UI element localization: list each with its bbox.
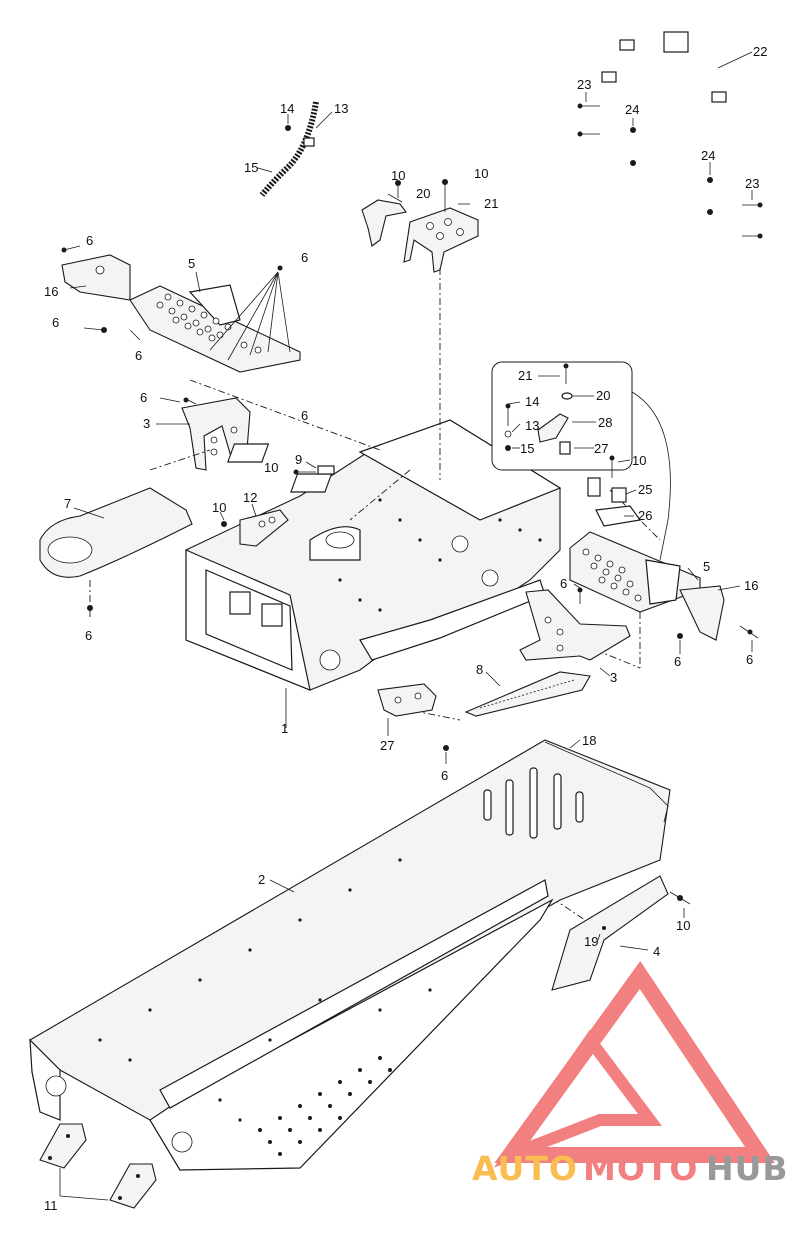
callout-18: 18 [582,733,596,748]
part-8-strip [464,671,591,717]
part-12-bracket [219,503,289,547]
callout-16-right: 16 [744,578,758,593]
part-5-left-footrest [61,245,301,373]
callout-6-f: 6 [301,408,308,423]
callout-3-right: 3 [610,670,617,685]
part-7-panel [39,487,193,620]
callout-15-inset: 15 [520,441,534,456]
part-20-bracket [361,180,407,247]
callout-14-inset: 14 [525,394,539,409]
callout-6-e: 6 [140,390,147,405]
callout-6-k: 6 [85,628,92,643]
watermark-logo: AUTO MOTO HUB [472,960,789,1188]
callout-10-f: 10 [676,918,690,933]
callout-21: 21 [484,196,498,211]
callout-6-b: 6 [301,250,308,265]
callout-12: 12 [243,490,257,505]
part-27-clip [377,683,449,764]
callout-26: 26 [638,508,652,523]
part-22-loop-bar [601,27,753,233]
callout-27: 27 [380,738,394,753]
callout-27-inset: 27 [594,441,608,456]
callout-16-left: 16 [44,284,58,299]
logo-triangle-right [494,960,775,1163]
callout-22: 22 [753,44,767,59]
callout-4: 4 [653,944,660,959]
callout-14: 14 [280,101,294,116]
callout-labels: 1 2 3 3 4 5 5 6 6 6 6 6 6 6 6 6 6 6 7 8 … [44,44,767,1213]
callout-25: 25 [638,482,652,497]
callout-10-d: 10 [212,500,226,515]
callout-20-inset: 20 [596,388,610,403]
callout-6-a: 6 [86,233,93,248]
callout-13: 13 [334,101,348,116]
logo-text-moto: MOTO [583,1149,698,1188]
part-23-24-fasteners [577,92,763,239]
part-4-side-plate [551,875,691,991]
part-2-tunnel [29,739,671,1171]
part-11-end-plates [39,1123,157,1209]
part-3-right-bracket [519,589,631,677]
part-25-26-clips [587,455,642,527]
callout-6-h: 6 [674,654,681,669]
callout-6-c: 6 [52,315,59,330]
callout-28: 28 [598,415,612,430]
callout-10-a: 10 [391,168,405,183]
detail-inset [491,361,671,561]
tunnel-rivets [98,858,432,1122]
tunnel-vent-holes [258,1056,392,1156]
callout-24-a: 24 [625,102,639,117]
callout-3-left: 3 [143,416,150,431]
logo-triangle-left [493,1029,662,1168]
callout-1: 1 [281,721,288,736]
callout-11: 11 [44,1198,58,1213]
callout-5-right: 5 [703,559,710,574]
callout-6-j: 6 [441,768,448,783]
callout-23-a: 23 [577,77,591,92]
callout-21-inset: 21 [518,368,532,383]
callout-2: 2 [258,872,265,887]
part-1-main-frame [185,419,562,728]
callout-6-g: 6 [560,576,567,591]
callout-10-c: 10 [264,460,278,475]
callout-20: 20 [416,186,430,201]
tunnel-slots [483,767,584,839]
callout-15: 15 [244,160,258,175]
callout-19: 19 [584,934,598,949]
callout-10-e: 10 [632,453,646,468]
callout-8: 8 [476,662,483,677]
footrest-holes-right [582,548,642,602]
callout-9: 9 [295,452,302,467]
part-5-right-footrest [569,531,759,654]
callout-13-inset: 13 [525,418,539,433]
part-15-cable [257,101,333,197]
part-9-bolt [293,461,335,475]
callout-5-left: 5 [188,256,195,271]
callout-7: 7 [64,496,71,511]
callout-6-d: 6 [135,348,142,363]
callout-6-i: 6 [746,652,753,667]
logo-text-hub: HUB [706,1149,789,1188]
callout-24-b: 24 [701,148,715,163]
frame-rivets [338,498,542,612]
callout-23-b: 23 [745,176,759,191]
callout-10-b: 10 [474,166,488,181]
logo-text-auto: AUTO [472,1149,578,1188]
part-21-bracket [403,179,479,273]
